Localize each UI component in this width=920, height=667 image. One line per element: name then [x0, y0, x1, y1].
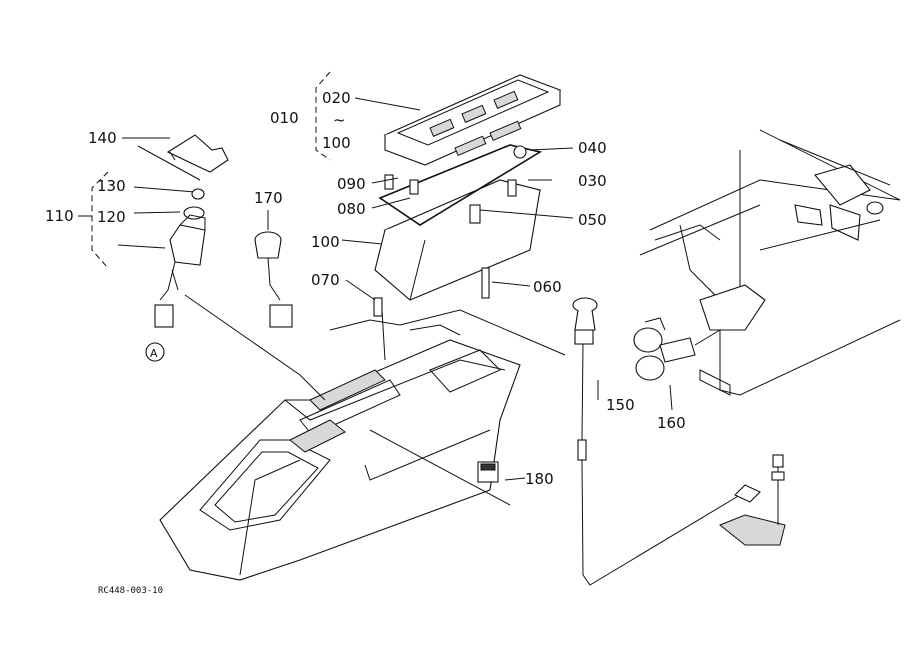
callout-080: 080	[337, 200, 366, 218]
callout-180: 180	[525, 470, 554, 488]
callout-tilde: ~	[333, 111, 346, 129]
callout-010: 010	[270, 109, 299, 127]
callout-020: 020	[322, 89, 351, 107]
tractor-body	[639, 129, 901, 396]
callout-160: 160	[657, 414, 686, 432]
instrument-panel-cover	[383, 74, 562, 166]
callout-030: 030	[578, 172, 607, 190]
callout-060: 060	[533, 278, 562, 296]
instrument-panel-case	[373, 144, 543, 317]
group-bracket-010	[315, 71, 331, 161]
callout-130: 130	[97, 177, 126, 195]
mounting-lines	[184, 294, 566, 506]
power-socket-160	[633, 317, 721, 381]
connector-a-marker	[145, 342, 165, 362]
callout-120: 120	[97, 208, 126, 226]
callout-040: 040	[578, 139, 607, 157]
console-body	[159, 339, 521, 581]
callout-150: 150	[606, 396, 635, 414]
connector-170	[254, 231, 293, 328]
callout-090: 090	[337, 175, 366, 193]
callout-050: 050	[578, 211, 607, 229]
callout-110: 110	[45, 207, 74, 225]
key-switch	[145, 134, 229, 362]
callout-140: 140	[88, 129, 117, 147]
callout-170: 170	[254, 189, 283, 207]
throttle-cable-150	[572, 297, 786, 586]
group-bracket-110	[91, 171, 109, 269]
callout-100-top: 100	[322, 134, 351, 152]
callout-070: 070	[311, 271, 340, 289]
leader-lines	[78, 97, 673, 481]
callout-100: 100	[311, 233, 340, 251]
connector-a-label: A	[150, 347, 158, 360]
drawing-code: RC448-003-10	[98, 586, 163, 596]
